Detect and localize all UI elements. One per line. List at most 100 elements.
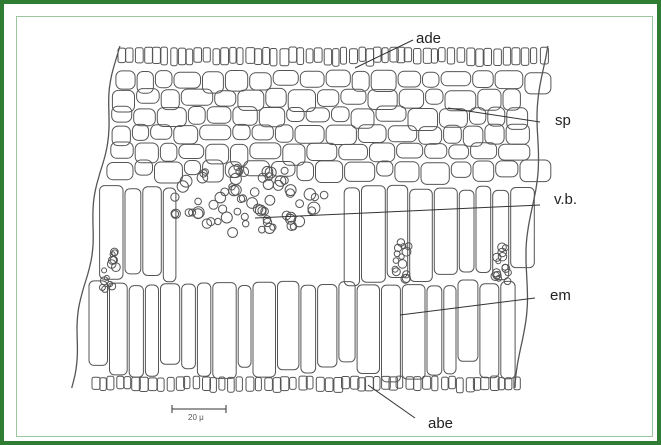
spongy-parenchyma-cell <box>174 72 201 88</box>
upper-epidermis-cell <box>423 48 431 63</box>
lower-epidermis-cell <box>273 378 281 393</box>
spongy-parenchyma-cell <box>419 127 442 145</box>
lower-epidermis-cell <box>157 378 164 391</box>
lower-epidermis-cell <box>92 377 100 389</box>
lateral-cell-group <box>102 268 107 273</box>
vascular-bundle-cell <box>171 193 179 201</box>
lower-epidermis-cell <box>117 376 124 389</box>
spongy-parenchyma-cell <box>451 162 471 177</box>
upper-epidermis-cell <box>186 49 193 65</box>
upper-epidermis-cell <box>531 48 537 64</box>
elongated-mesophyll-cell <box>480 284 499 378</box>
spongy-parenchyma-cell <box>395 162 419 182</box>
lower-epidermis-cell <box>456 378 463 393</box>
lower-epidermis-cell <box>219 377 225 390</box>
spongy-parenchyma-cell <box>179 144 204 158</box>
spongy-parenchyma-cell <box>200 125 231 140</box>
spongy-parenchyma-cell <box>449 145 469 159</box>
elongated-mesophyll-cell <box>110 283 128 375</box>
spongy-parenchyma-cell <box>388 126 417 142</box>
lower-epidermis-cell <box>325 378 333 392</box>
lower-epidermis-cell <box>481 377 489 389</box>
upper-epidermis-cell <box>476 49 483 67</box>
upper-epidermis-cell <box>145 47 153 63</box>
elongated-mesophyll-cell <box>197 283 210 376</box>
spongy-parenchyma-cell <box>399 89 423 108</box>
upper-epidermis-cell <box>203 48 210 62</box>
upper-epidermis-cell <box>512 48 520 65</box>
upper-epidermis-cell <box>297 48 304 65</box>
spongy-parenchyma-cell <box>181 89 212 105</box>
lower-epidermis-cell <box>423 376 431 389</box>
spongy-parenchyma-cell <box>275 125 293 142</box>
label-em: em <box>550 287 571 304</box>
upper-epidermis-cell <box>178 48 185 65</box>
elongated-mesophyll-cell <box>301 285 316 373</box>
upper-epidermis-cell <box>171 48 177 66</box>
elongated-mesophyll-cell <box>402 285 425 380</box>
upper-epidermis-cell <box>350 49 358 64</box>
upper-epidermis-cell <box>414 49 421 64</box>
spongy-parenchyma-cell <box>266 88 286 107</box>
spongy-parenchyma-cell <box>397 143 423 158</box>
spongy-parenchyma-cell <box>441 72 471 86</box>
lower-epidermis-cell <box>255 378 261 391</box>
spongy-parenchyma-cell <box>155 162 183 183</box>
elongated-mesophyll-cell <box>444 286 456 374</box>
spongy-parenchyma-cell <box>238 90 264 110</box>
scale-bar <box>172 405 226 413</box>
spongy-parenchyma-cell <box>368 90 397 110</box>
label-abe: abe <box>428 415 453 432</box>
lower-epidermis-cell <box>148 378 157 391</box>
upper-epidermis-cell <box>457 48 465 63</box>
vascular-bundle-cell <box>250 188 259 197</box>
spongy-parenchyma-cell <box>318 90 339 107</box>
spongy-parenchyma-cell <box>423 72 440 87</box>
upper-epidermis-cell <box>221 48 229 65</box>
lower-epidermis-cell <box>290 377 297 389</box>
elongated-mesophyll-cell <box>493 190 509 279</box>
spongy-parenchyma-cell <box>496 161 518 177</box>
lower-epidermis-cell <box>406 377 414 390</box>
elongated-mesophyll-cell <box>318 285 337 368</box>
spongy-parenchyma-cell <box>273 71 298 86</box>
elongated-mesophyll-cell <box>458 280 478 361</box>
elongated-mesophyll-cell <box>145 285 158 376</box>
upper-epidermis-cell <box>374 47 382 62</box>
vascular-bundle-cell <box>195 198 202 205</box>
spongy-parenchyma-cell <box>137 89 160 104</box>
vascular-bundle-cell <box>281 167 288 174</box>
upper-epidermis-cell <box>280 49 289 66</box>
lower-epidermis-cell <box>265 378 273 391</box>
upper-epidermis-cell <box>126 48 133 62</box>
spongy-parenchyma-cell <box>107 163 133 180</box>
upper-epidermis-cell <box>213 49 220 65</box>
spongy-parenchyma-cell <box>525 73 551 94</box>
spongy-parenchyma-cell <box>503 89 520 110</box>
spongy-parenchyma-cell <box>259 108 284 127</box>
spongy-parenchyma-cell <box>295 126 324 144</box>
upper-epidermis-cell <box>254 49 261 65</box>
upper-epidermis-cell <box>237 48 243 65</box>
vascular-bundle-cell <box>247 198 258 209</box>
spongy-parenchyma-cell <box>473 161 494 181</box>
lower-epidermis-cell <box>246 377 254 391</box>
elongated-mesophyll-cell <box>434 188 457 274</box>
spongy-parenchyma-cell <box>203 160 224 182</box>
upper-epidermis-cell <box>306 49 313 63</box>
spongy-parenchyma-cell <box>132 124 148 140</box>
elongated-mesophyll-cell <box>344 188 359 286</box>
vascular-bundle-cell <box>172 211 179 218</box>
lower-epidermis-cell <box>374 377 380 391</box>
vascular-bundle-cell <box>228 228 238 238</box>
spongy-parenchyma-cell <box>444 125 462 143</box>
spongy-parenchyma-cell <box>425 144 447 159</box>
lower-epidermis-cell <box>280 377 288 391</box>
upper-epidermis-cell <box>404 48 411 62</box>
elongated-mesophyll-cell <box>387 185 408 277</box>
upper-epidermis-cell <box>521 48 529 66</box>
spongy-parenchyma-cell <box>421 163 449 185</box>
spongy-parenchyma-cell <box>233 124 250 139</box>
label-ade: ade <box>416 30 441 47</box>
spongy-parenchyma-cell <box>307 143 337 160</box>
